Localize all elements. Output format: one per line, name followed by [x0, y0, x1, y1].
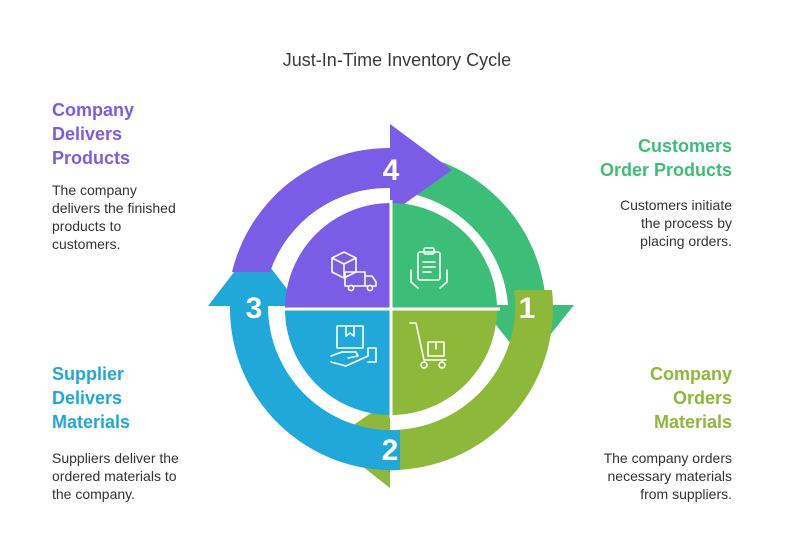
- quadrant-1: [391, 203, 497, 309]
- step-1-number: 1: [519, 292, 536, 325]
- clipboard-hand-icon: [410, 247, 448, 289]
- step-3-description: Suppliers deliver the ordered materials …: [52, 450, 179, 502]
- arrow-segment-3: [208, 246, 400, 471]
- step-4-title: Company Delivers Products: [52, 100, 135, 168]
- box-in-hand-icon: [330, 325, 377, 367]
- step-2-title: Company Orders Materials: [649, 364, 732, 432]
- step-3-number: 3: [246, 292, 263, 325]
- delivery-truck-icon: [331, 251, 377, 292]
- step-2-number: 2: [382, 434, 399, 467]
- step-3-title: Supplier Delivers Materials: [52, 364, 131, 432]
- page-title: Just-In-Time Inventory Cycle: [282, 50, 512, 70]
- quadrant-3: [285, 309, 391, 415]
- step-4-description: The company delivers the finished produc…: [52, 182, 176, 252]
- inner-quadrants: [282, 200, 500, 418]
- step-4-number: 4: [383, 154, 400, 187]
- step-1-description: Customers initiate the process by placin…: [619, 197, 732, 249]
- hand-truck-icon: [409, 322, 447, 369]
- step-2-description: The company orders necessary materials f…: [603, 450, 732, 502]
- arrow-segment-4: [232, 124, 452, 272]
- step-1-title: Customers Order Products: [599, 136, 732, 180]
- ring-arrows: [208, 124, 574, 488]
